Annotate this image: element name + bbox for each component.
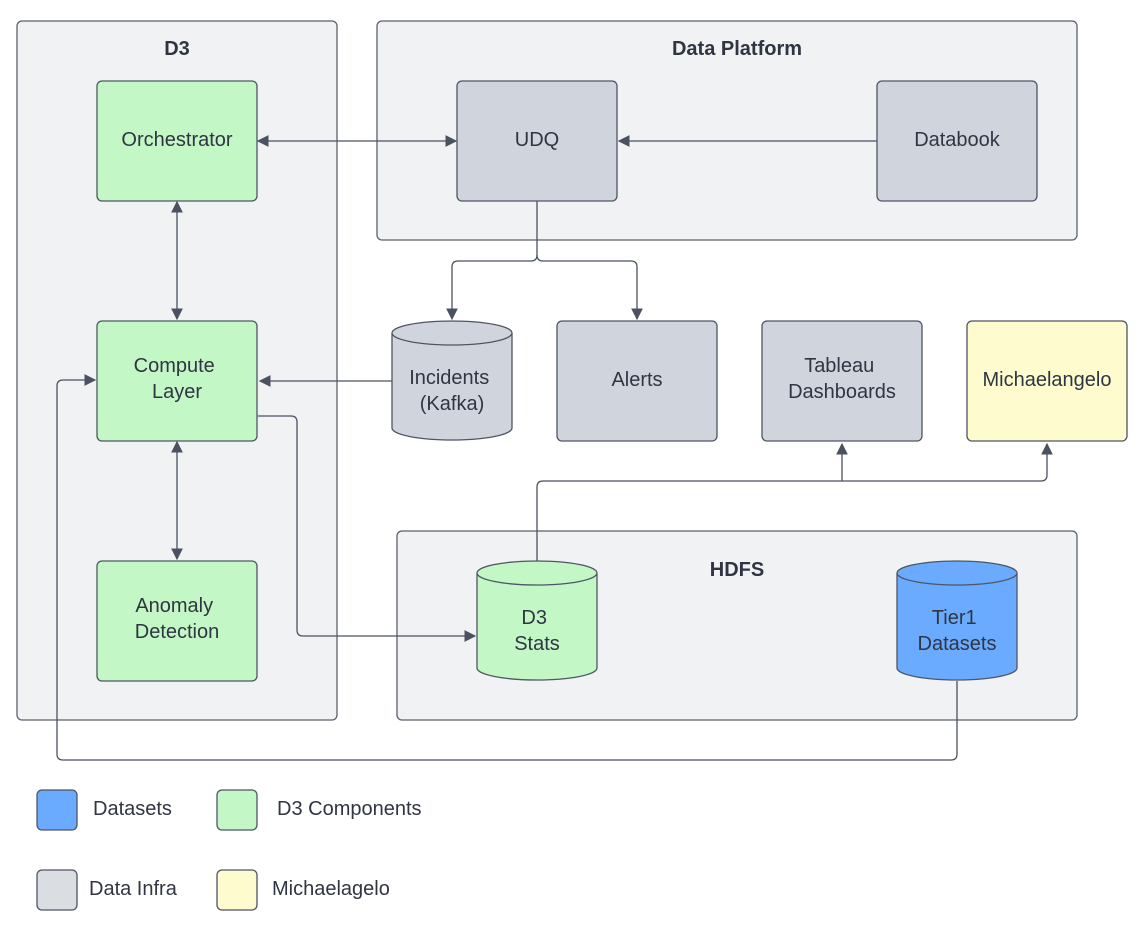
node-orchestrator[interactable]: Orchestrator: [96, 80, 258, 202]
svg-text:UDQ: UDQ: [515, 129, 559, 151]
node-orchestrator-label: Orchestrator: [121, 129, 232, 151]
node-compute-layer[interactable]: Compute Layer: [96, 320, 258, 442]
legend-item-datasets: Datasets: [36, 789, 172, 831]
legend-swatch-data-infra: [36, 869, 78, 911]
node-incidents-label-2: (Kafka): [420, 393, 484, 415]
node-incidents-kafka[interactable]: Incidents (Kafka): [391, 320, 513, 441]
node-d3-stats-label-1: D3: [521, 607, 547, 629]
edge-udq-alerts: [536, 254, 643, 321]
svg-text:Databook: Databook: [914, 129, 1001, 151]
legend-swatch-michaelagelo: [216, 869, 258, 911]
group-data-platform-title: Data Platform: [672, 38, 802, 60]
legend-swatch-datasets: [36, 789, 78, 831]
node-tier1-datasets[interactable]: Tier1 Datasets: [896, 560, 1018, 681]
node-d3-stats[interactable]: D3 Stats: [476, 560, 598, 681]
node-anomaly-detection-label-2: Detection: [135, 621, 220, 643]
node-incidents-label-1: Incidents: [409, 367, 489, 389]
svg-text:Incidents (Kafka): Incidents (Kafka): [409, 367, 495, 415]
node-databook-label: Databook: [914, 129, 1001, 151]
legend-item-d3-components: D3 Components: [216, 789, 422, 831]
node-tier1-label-2: Datasets: [918, 633, 997, 655]
svg-text:Compute Layer: Compute Layer: [134, 355, 221, 403]
legend-label-michaelagelo: Michaelagelo: [272, 878, 390, 900]
node-udq-label: UDQ: [515, 129, 559, 151]
group-d3-title: D3: [164, 38, 190, 60]
svg-text:D3 Stats: D3 Stats: [514, 607, 560, 655]
legend: Datasets D3 Components Data Infra Michae…: [36, 789, 422, 911]
legend-item-data-infra: Data Infra: [36, 869, 178, 911]
edge-compute-d3stats: [258, 415, 477, 642]
svg-text:Michaelangelo: Michaelangelo: [983, 369, 1112, 391]
node-anomaly-detection[interactable]: Anomaly Detection: [96, 560, 258, 682]
edges: [56, 135, 1053, 761]
edge-d3stats-michaelangelo: [842, 442, 1053, 482]
node-compute-layer-label-1: Compute: [134, 355, 215, 377]
svg-text:Alerts: Alerts: [611, 369, 662, 391]
node-michaelangelo-label: Michaelangelo: [983, 369, 1112, 391]
group-hdfs-title: HDFS: [710, 559, 764, 581]
node-tableau-dashboards[interactable]: Tableau Dashboards: [761, 320, 923, 442]
node-tier1-label-1: Tier1: [932, 607, 977, 629]
node-databook[interactable]: Databook: [876, 80, 1038, 202]
svg-text:Anomaly Detection: Anomaly Detection: [135, 595, 220, 643]
legend-swatch-d3-components: [216, 789, 258, 831]
node-anomaly-detection-label-1: Anomaly: [135, 595, 213, 617]
node-d3-stats-label-2: Stats: [514, 633, 560, 655]
node-udq[interactable]: UDQ: [456, 80, 618, 202]
edge-tier1-compute: [56, 374, 958, 761]
svg-text:Tier1 Datasets: Tier1 Datasets: [918, 607, 997, 655]
node-alerts-label: Alerts: [611, 369, 662, 391]
legend-label-d3-components: D3 Components: [277, 798, 422, 820]
node-compute-layer-label-2: Layer: [152, 381, 202, 403]
node-alerts[interactable]: Alerts: [556, 320, 718, 442]
node-tableau-label-2: Dashboards: [788, 381, 896, 403]
edge-d3stats-tableau: [536, 442, 848, 561]
svg-text:Tableau Dashboards: Tableau Dashboards: [788, 355, 896, 403]
legend-item-michaelagelo: Michaelagelo: [216, 869, 390, 911]
legend-label-datasets: Datasets: [93, 798, 172, 820]
node-tableau-label-1: Tableau: [804, 355, 874, 377]
legend-label-data-infra: Data Infra: [89, 878, 178, 900]
node-michaelangelo[interactable]: Michaelangelo: [966, 320, 1128, 442]
svg-text:Orchestrator: Orchestrator: [121, 129, 232, 151]
